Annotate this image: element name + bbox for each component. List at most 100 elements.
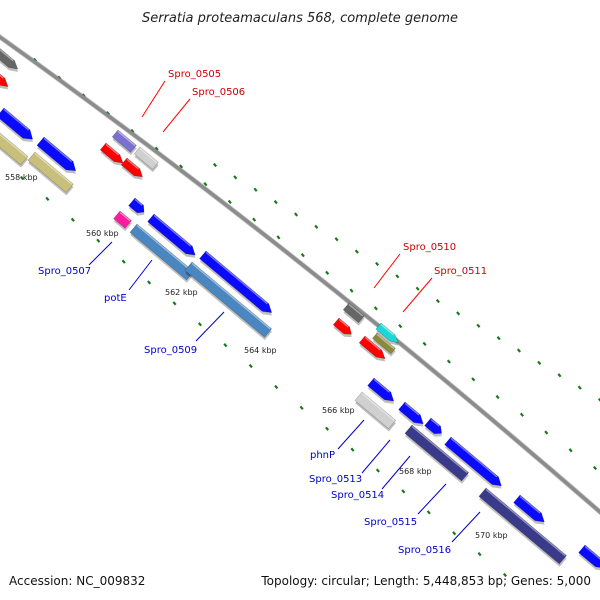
gene-spro-0509-highlight (205, 251, 268, 305)
gene-phnP (354, 391, 397, 432)
gene-label-top: Spro_0505 (168, 69, 221, 80)
gene-potE (147, 213, 196, 258)
scale-tick-label: 558 kbp (5, 173, 38, 182)
gene-red-0511-highlight (364, 336, 381, 351)
scale-tick-dot (70, 217, 75, 222)
gene-steel-a-highlight (136, 224, 193, 273)
gene-grey-top-left-body (0, 39, 19, 70)
gene-spro-0505-body (111, 129, 137, 153)
gene-spro-0510-highlight (348, 303, 364, 317)
scale-tick-dot (398, 323, 403, 329)
gene-steel-b-highlight (191, 262, 271, 330)
gene-spro-0507-body (113, 210, 132, 229)
gene-label-top: Spro_0506 (192, 87, 245, 98)
scale-tick-dot (544, 430, 549, 435)
gene-blue-left-b-highlight (43, 137, 73, 163)
scale-tick-label: 564 kbp (244, 346, 277, 355)
scale-tick-dot (154, 146, 159, 151)
gene-spro-0514 (424, 417, 442, 437)
gene-khaki-left-b (27, 151, 74, 196)
scale-tick-dot (45, 196, 50, 202)
gene-navy-a-body (404, 424, 470, 482)
gene-blue-566 (367, 377, 395, 404)
leader-line-top (373, 253, 401, 289)
gene-red-0506-b-body (120, 157, 143, 178)
backbone-layer (0, 34, 600, 516)
gene-label-bottom: Spro_0514 (331, 490, 384, 501)
scale-tick-dot (274, 384, 279, 390)
gene-khaki-left-a (0, 122, 29, 168)
scale-tick-dot (96, 238, 101, 243)
tick-layer (19, 57, 600, 578)
gene-phnP-body (354, 391, 397, 430)
scale-tick-dot (422, 341, 427, 346)
gene-spro-0510-body (342, 302, 365, 324)
scale-tick-dot (350, 447, 355, 452)
scale-tick-label: 566 kbp (322, 406, 355, 415)
gene-spro-0511-highlight (380, 323, 394, 336)
scale-tick-dot (172, 301, 177, 306)
scale-tick-dot (354, 249, 359, 254)
gene-steel-b (184, 261, 273, 341)
gene-red-0506-a (99, 142, 124, 166)
gene-spro-0514-body (424, 417, 442, 435)
gene-spro-0516a (513, 494, 545, 525)
scale-tick-dot (121, 259, 126, 264)
gene-spro-0507-highlight (119, 211, 131, 222)
scale-tick-dot (577, 385, 582, 390)
gene-khaki-left-b-highlight (34, 152, 73, 185)
leader-line-bottom (337, 419, 365, 450)
scale-tick-dot (471, 377, 476, 382)
scale-tick-dot (227, 199, 232, 205)
scale-tick-dot (273, 199, 278, 205)
gene-spro-0516a-body (513, 494, 545, 523)
gene-red-top-left-body (0, 63, 9, 88)
gene-khaki-left-b-body (27, 151, 74, 193)
gene-red-0506-a-highlight (105, 143, 119, 156)
scale-tick-label: 560 kbp (86, 229, 119, 238)
gene-label-bottom: Spro_0516 (398, 545, 451, 556)
gene-red-0511-body (358, 335, 386, 360)
gene-blue-left-a-highlight (3, 108, 30, 131)
leader-line-bottom (88, 241, 113, 266)
accession-label: Accession: NC_009832 (9, 574, 146, 588)
scale-tick-dot (456, 311, 461, 316)
gene-spro-0511-body (375, 322, 399, 344)
scale-tick-dot (496, 336, 501, 341)
leader-line-bottom (195, 311, 225, 342)
scale-tick-dot (592, 465, 598, 471)
gene-navy-b (478, 487, 567, 567)
gene-spro-0516a-highlight (519, 495, 541, 514)
gene-red-0510-highlight (338, 318, 349, 328)
gene-navy-a-highlight (411, 425, 468, 474)
scale-tick-dot (537, 360, 542, 366)
leader-line-bottom (361, 439, 391, 474)
gene-label-bottom: Spro_0509 (144, 345, 197, 356)
gene-blue-566-body (367, 377, 395, 402)
gene-red-0506-a-body (99, 142, 124, 164)
scale-tick-dot (130, 128, 135, 134)
gene-steel-a (129, 223, 195, 283)
gene-navy-b-body (478, 487, 567, 565)
scale-tick-dot (179, 164, 184, 169)
scale-tick-dot (253, 187, 258, 192)
gene-layer (0, 39, 600, 571)
gene-khaki-left-a-highlight (0, 123, 27, 158)
scale-tick-dot (325, 426, 330, 431)
gene-grey-top-left (0, 39, 19, 72)
gene-spro-0515-highlight (450, 437, 498, 478)
gene-label-top: Spro_0510 (403, 242, 456, 253)
scale-tick-dot (375, 468, 380, 473)
gene-olive-0511-highlight (376, 333, 395, 350)
genome-summary: Topology: circular; Length: 5,448,853 bp… (261, 574, 591, 588)
gene-blue-small-highlight (134, 198, 143, 206)
scale-tick-dot (300, 253, 305, 258)
gene-label-bottom: Spro_0515 (364, 517, 417, 528)
gene-blue-left-a (0, 107, 34, 143)
gene-label-top: Spro_0511 (434, 266, 487, 277)
gene-steel-b-body (184, 261, 273, 338)
gene-spro-0511 (375, 322, 399, 346)
gene-spro-0516b-body (578, 544, 600, 569)
scale-tick-label: 570 kbp (475, 531, 508, 540)
scale-tick-dot (223, 343, 228, 348)
